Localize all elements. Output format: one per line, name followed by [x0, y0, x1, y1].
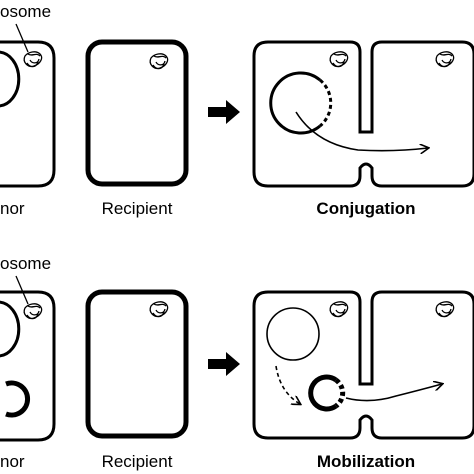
top-panel: osome nor Re — [0, 2, 474, 218]
recipient-label: Recipient — [102, 199, 173, 218]
donor-plasmid — [0, 300, 21, 358]
chromosome-icon — [149, 53, 169, 70]
process-label: Mobilization — [317, 452, 415, 471]
chromosome-icon — [23, 51, 43, 68]
chromosome-label: osome — [0, 2, 51, 21]
conjugation-cells — [252, 40, 474, 188]
donor-cell — [0, 40, 56, 188]
process-label: Conjugation — [316, 199, 415, 218]
mobilization-cells — [252, 290, 474, 440]
chromosome-icon — [435, 51, 455, 68]
process-arrow — [208, 352, 240, 376]
chromosome-pointer — [15, 275, 29, 305]
mobilizable-plasmid — [5, 380, 30, 418]
chromosome-icon — [23, 303, 43, 320]
chromosome-label: osome — [0, 254, 51, 273]
bottom-panel: osome — [0, 254, 474, 471]
mobilizable-plasmid — [308, 374, 346, 412]
interaction-arrow — [275, 365, 300, 404]
conjugative-plasmid — [266, 307, 320, 361]
donor-label: nor — [0, 452, 25, 471]
donor-label: nor — [0, 199, 25, 218]
chromosome-icon — [329, 301, 349, 318]
conjugative-plasmid — [269, 71, 333, 135]
recipient-cell — [85, 289, 189, 439]
donor-cell — [0, 290, 56, 442]
chromosome-icon — [435, 301, 455, 318]
chromosome-pointer — [15, 23, 29, 53]
chromosome-icon — [329, 51, 349, 68]
recipient-cell — [85, 39, 189, 187]
chromosome-icon — [149, 301, 169, 318]
process-arrow — [208, 100, 240, 124]
donor-plasmid — [0, 50, 21, 108]
recipient-label: Recipient — [102, 452, 173, 471]
transfer-arrow — [295, 111, 428, 151]
transfer-arrow — [345, 384, 442, 402]
